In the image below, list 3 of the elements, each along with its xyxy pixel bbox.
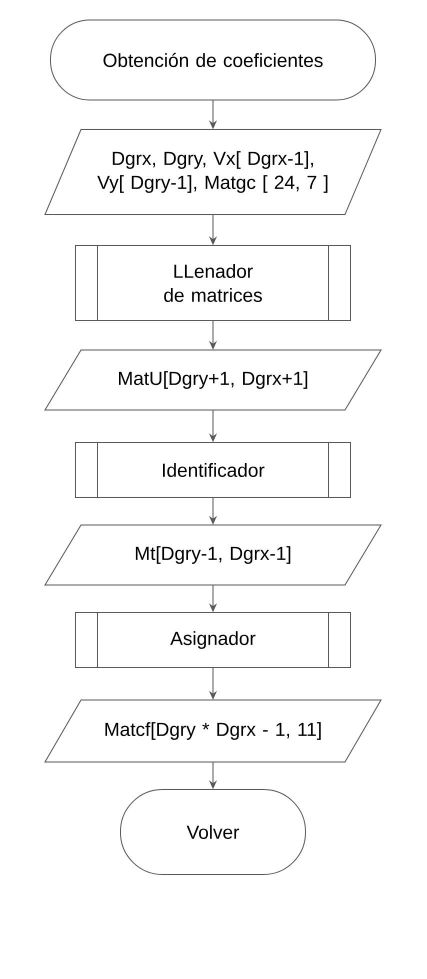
subprocess-box: LLenador de matrices <box>75 245 351 321</box>
subprocess-box: Asignador <box>75 612 351 668</box>
subprocess-box: Identificador <box>75 442 351 498</box>
